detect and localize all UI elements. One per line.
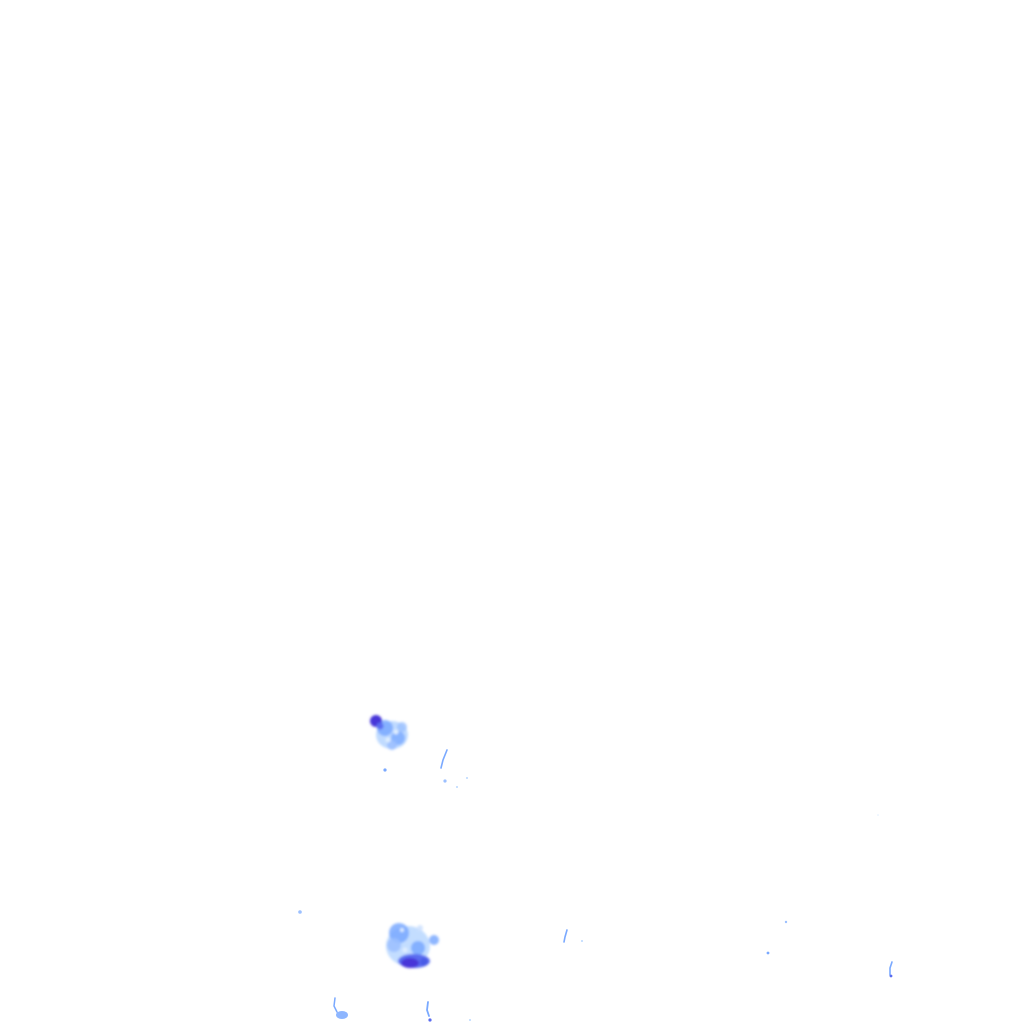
rain-cell-upper xyxy=(370,715,408,750)
rain-specks-lower xyxy=(298,814,893,1022)
rain-specks-upper xyxy=(383,749,468,788)
rain-cell-lower xyxy=(386,923,439,968)
